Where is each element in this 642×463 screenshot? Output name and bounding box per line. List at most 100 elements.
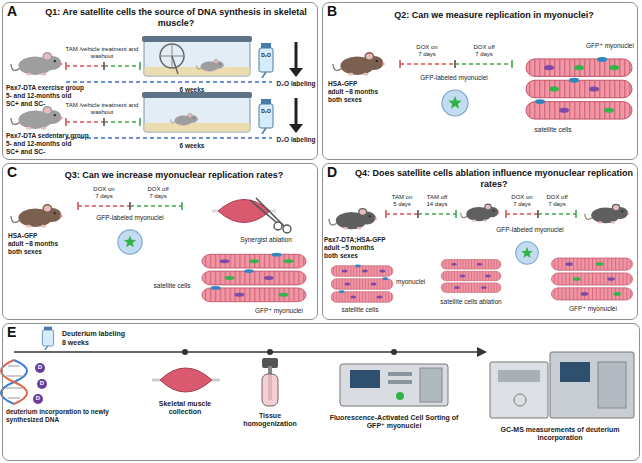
treatment-timeline: [139, 62, 141, 70]
dna-helix: [6, 376, 22, 377]
synergist-ablation-icon: [250, 200, 276, 222]
panel-letter: B: [327, 4, 337, 19]
text-label: DOX on 7 days: [415, 44, 439, 58]
text-label: Fluorescence-Activated Cell Sorting of G…: [326, 414, 462, 431]
text-label: Pax7-DTA sedentary group: [6, 132, 101, 140]
text-label: DOX on 7 days: [92, 186, 116, 200]
facs-machine: [340, 364, 448, 406]
cell-icon: [516, 242, 539, 265]
mouse-icon: [333, 53, 385, 76]
text-label: 5- and 12-months old: [6, 92, 101, 100]
treatment-timeline: [103, 118, 105, 126]
text-label: DOX on 7 days: [510, 194, 534, 208]
cell-icon: [118, 230, 142, 254]
dox-timeline: [506, 210, 576, 218]
text-label: HSA-GFP: [8, 232, 78, 240]
dox-timeline: [454, 60, 456, 68]
text-label: adult ~8 months: [8, 240, 78, 248]
water-bottle: [42, 327, 53, 350]
mouse-icon: [585, 204, 629, 223]
cage-icon: [142, 36, 252, 76]
text-label: myonuclei: [396, 278, 436, 286]
treatment-timeline: [66, 137, 272, 139]
cell-icon: [118, 230, 142, 254]
tam-timeline: [386, 210, 456, 218]
labeling-arrow: [295, 98, 298, 125]
muscle-fibers: [202, 253, 306, 302]
muscle-fibers: [441, 260, 501, 293]
panel-question: Q3: Can we increase myonuclear replicati…: [33, 170, 315, 181]
dox-timeline: [505, 210, 507, 218]
mouse-icon: [329, 209, 377, 230]
text-label: Pax7-DTA;HSA-GFP: [324, 236, 400, 244]
text-label: DOX off 7 days: [472, 44, 496, 58]
mouse-icon: [585, 204, 629, 223]
labeling-arrow: [289, 98, 303, 133]
text-label: satellite cells: [526, 126, 580, 134]
cell-icon: [516, 242, 539, 265]
panel-question: Q2: Can we measure replication in myonuc…: [363, 10, 625, 21]
text-label: deuterium incorporation to newly synthes…: [6, 408, 146, 424]
workflow-arrow: [267, 349, 273, 355]
text-label: D₂O labeling: [276, 80, 316, 88]
gcms-instrument: [560, 362, 590, 382]
muscle-icon: [212, 379, 220, 382]
muscle-icon: [152, 368, 220, 392]
text-label: satellite cells ablation: [428, 298, 514, 306]
text-label: D₂O: [256, 108, 276, 114]
dox-timeline: [399, 60, 401, 68]
text-label: Tissue homogenization: [232, 412, 308, 429]
dox-timeline: [506, 213, 538, 215]
text-label: DOX off 7 days: [545, 194, 569, 208]
synergist-ablation-icon: [212, 210, 218, 213]
mouse-icon: [461, 204, 500, 222]
text-label: satellite cells: [330, 306, 390, 314]
treatment-timeline: [139, 118, 141, 126]
mouse-icon: [11, 53, 63, 76]
dox-timeline: [537, 210, 539, 218]
synergist-ablation-icon: [283, 225, 291, 233]
synergist-ablation-icon: [274, 222, 282, 230]
dox-timeline: [78, 202, 182, 210]
treatment-timeline: [65, 62, 67, 70]
cage-icon: [171, 114, 199, 126]
mouse-icon: [11, 205, 63, 228]
dna-helix: [1, 360, 27, 404]
dox-timeline: [181, 202, 183, 210]
dox-timeline: [77, 202, 79, 210]
mouse-icon: [11, 53, 63, 76]
gcms-instrument: [598, 362, 626, 408]
text-label: TAM /vehicle treatment and washout: [60, 46, 144, 60]
text-label: 6 weeks: [172, 142, 212, 150]
text-label: Pax7-DTA exercise group: [6, 84, 101, 92]
muscle-fibers: [331, 265, 393, 303]
muscle-fibers: [552, 258, 633, 300]
muscle-fibers: [331, 265, 393, 303]
dox-timeline: [129, 202, 131, 210]
gcms-instrument: [550, 352, 634, 418]
tam-timeline: [417, 210, 419, 218]
text-label: adult ~5 months: [324, 244, 400, 252]
dox-timeline: [538, 213, 576, 215]
mouse-icon: [333, 53, 385, 76]
dna-helix: [8, 366, 20, 367]
cage-icon: [197, 60, 225, 72]
text-label: TAM on 5 days: [390, 194, 414, 208]
muscle-icon: [152, 379, 160, 382]
dna-helix: [6, 388, 22, 389]
text-label: Skeletal muscle collection: [148, 400, 222, 417]
text-label: 8 weeks: [62, 339, 152, 347]
text-label: 6 weeks: [172, 86, 212, 94]
facs-machine: [420, 368, 442, 402]
homogenizer-icon: [262, 374, 278, 406]
labeling-arrow: [289, 124, 303, 133]
dna-helix: [33, 394, 43, 404]
text-label: GFP-labeled myonuclei: [88, 214, 172, 222]
dna-helix: [8, 398, 20, 399]
dna-helix: [37, 379, 47, 389]
treatment-timeline: [66, 121, 104, 123]
panel-letter: D: [327, 165, 337, 180]
gcms-instrument: [490, 362, 548, 418]
text-label: GFP⁺ myonuclei: [250, 307, 308, 315]
text-label: D: [33, 395, 43, 402]
